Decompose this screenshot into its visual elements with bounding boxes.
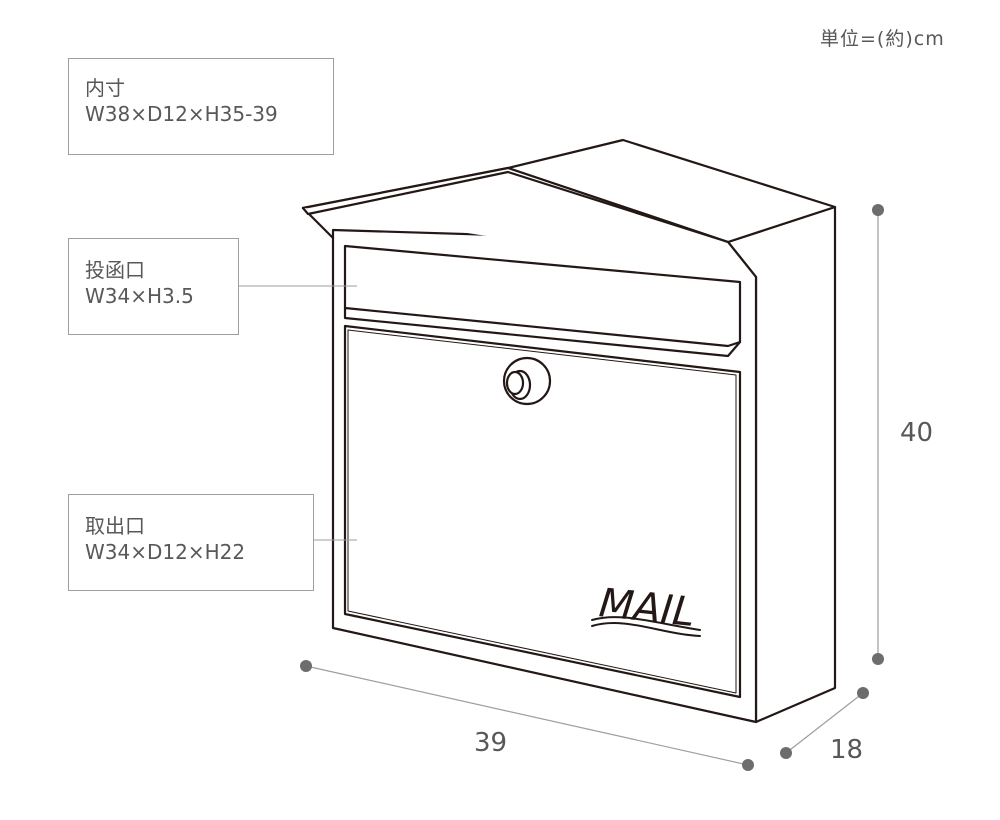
retrieval-door-value: W34×D12×H22	[85, 540, 246, 564]
mail-slot-callout: 投函口 W34×H3.5	[68, 238, 239, 335]
depth-dimension-front-dot	[780, 747, 792, 759]
mail-slot-lip	[343, 306, 742, 348]
mail-lettering-underline	[591, 616, 701, 637]
retrieval-door-title: 取出口	[85, 514, 145, 538]
inner-dimensions-callout: 内寸 W38×D12×H35-39	[68, 58, 334, 155]
height-dimension-top-dot	[872, 204, 884, 216]
mail-slot-value: W34×H3.5	[85, 284, 194, 308]
width-dimension-right-dot	[742, 759, 754, 771]
depth-dimension-line	[785, 692, 864, 754]
retrieval-door-callout: 取出口 W34×D12×H22	[68, 494, 314, 591]
retrieval-door-inner	[347, 329, 737, 694]
retrieval-door	[343, 324, 742, 699]
width-dimension-left-dot	[300, 660, 312, 672]
depth-dimension-back-dot	[857, 687, 869, 699]
depth-dimension-label: 18	[830, 735, 864, 765]
height-dimension-label: 40	[900, 418, 934, 448]
inner-dimensions-value: W38×D12×H35-39	[85, 102, 278, 126]
width-dimension-line	[305, 665, 749, 766]
mail-slot-title: 投函口	[85, 258, 145, 282]
height-dimension-bottom-dot	[872, 653, 884, 665]
unit-note: 単位=(約)cm	[820, 28, 945, 50]
lock-knob-cap	[505, 370, 525, 396]
mail-slot	[343, 244, 742, 358]
width-dimension-label: 39	[474, 728, 508, 758]
mailbox-roof-edge	[301, 170, 730, 244]
inner-dimensions-title: 内寸	[85, 76, 125, 100]
